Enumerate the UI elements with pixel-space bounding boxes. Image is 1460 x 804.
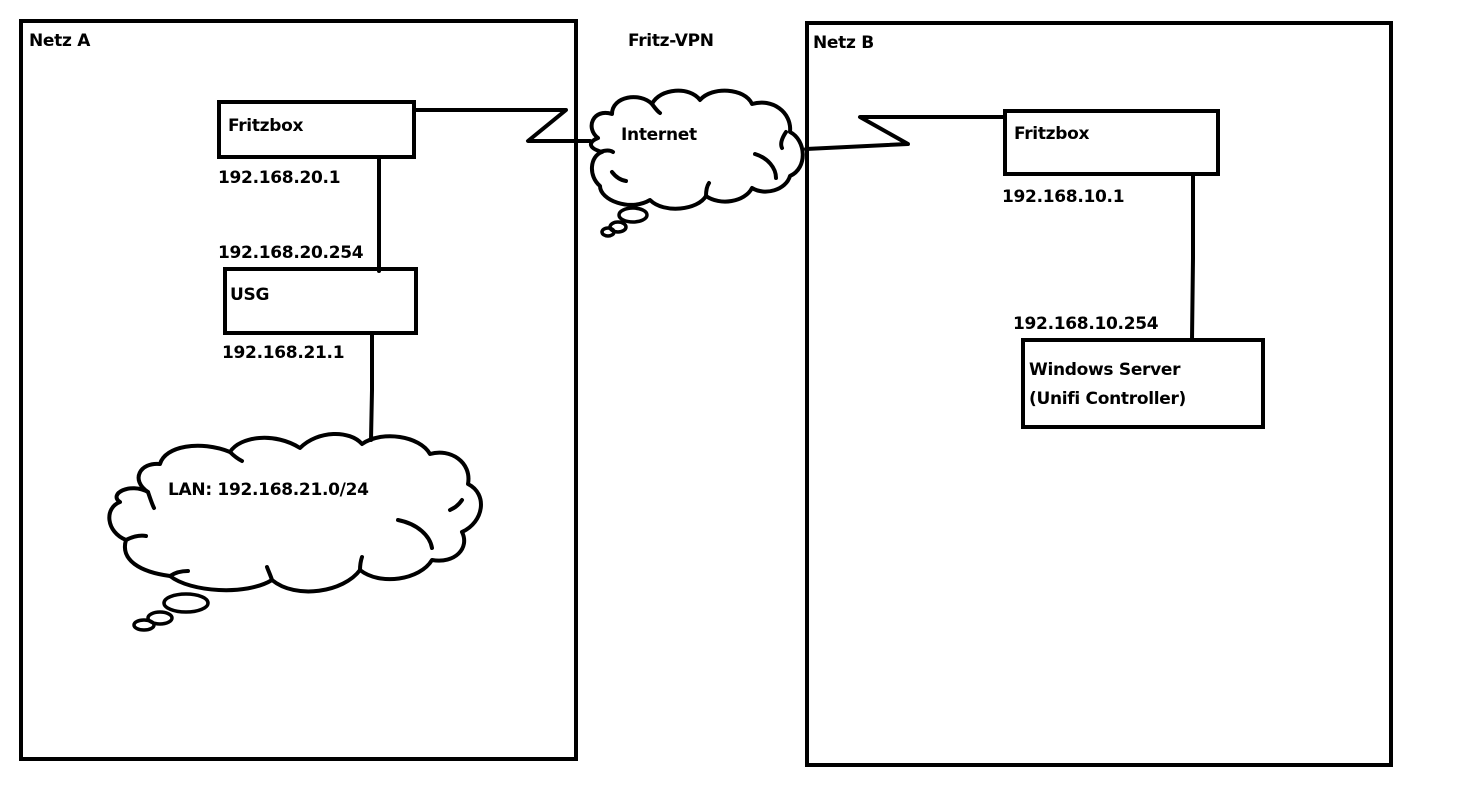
lan-cloud-icon — [107, 431, 483, 632]
fritzbox-server-link — [1190, 174, 1195, 342]
windows-server-ip: 192.168.10.254 — [1013, 314, 1159, 334]
usg-label: USG — [230, 285, 270, 305]
netz-b-container — [805, 21, 1393, 767]
lan-label: LAN: 192.168.21.0/24 — [168, 480, 369, 500]
internet-cloud-icon — [589, 88, 805, 238]
usg-lan-link — [369, 333, 374, 442]
windows-server-node — [1021, 338, 1265, 429]
netz-a-vpn-lightning-link — [413, 108, 592, 143]
vpn-label: Fritz-VPN — [628, 31, 714, 51]
usg-lan-ip: 192.168.21.1 — [222, 343, 345, 363]
internet-label: Internet — [621, 125, 697, 145]
netz-a-container — [19, 19, 578, 761]
usg-node — [223, 267, 418, 335]
netz-b-fritzbox-node — [1003, 109, 1220, 176]
netz-b-fritzbox-ip: 192.168.10.1 — [1002, 187, 1125, 207]
netz-b-vpn-lightning-link — [804, 115, 1006, 151]
netz-a-fritzbox-ip: 192.168.20.1 — [218, 168, 341, 188]
netz-a-fritzbox-label: Fritzbox — [228, 116, 304, 136]
netz-a-title: Netz A — [29, 31, 91, 51]
usg-wan-ip: 192.168.20.254 — [218, 243, 364, 263]
windows-server-sublabel: (Unifi Controller) — [1029, 389, 1187, 409]
windows-server-label: Windows Server — [1029, 360, 1181, 380]
netz-b-fritzbox-label: Fritzbox — [1014, 124, 1090, 144]
netz-a-fritzbox-node — [217, 100, 416, 159]
netz-b-title: Netz B — [813, 33, 874, 53]
